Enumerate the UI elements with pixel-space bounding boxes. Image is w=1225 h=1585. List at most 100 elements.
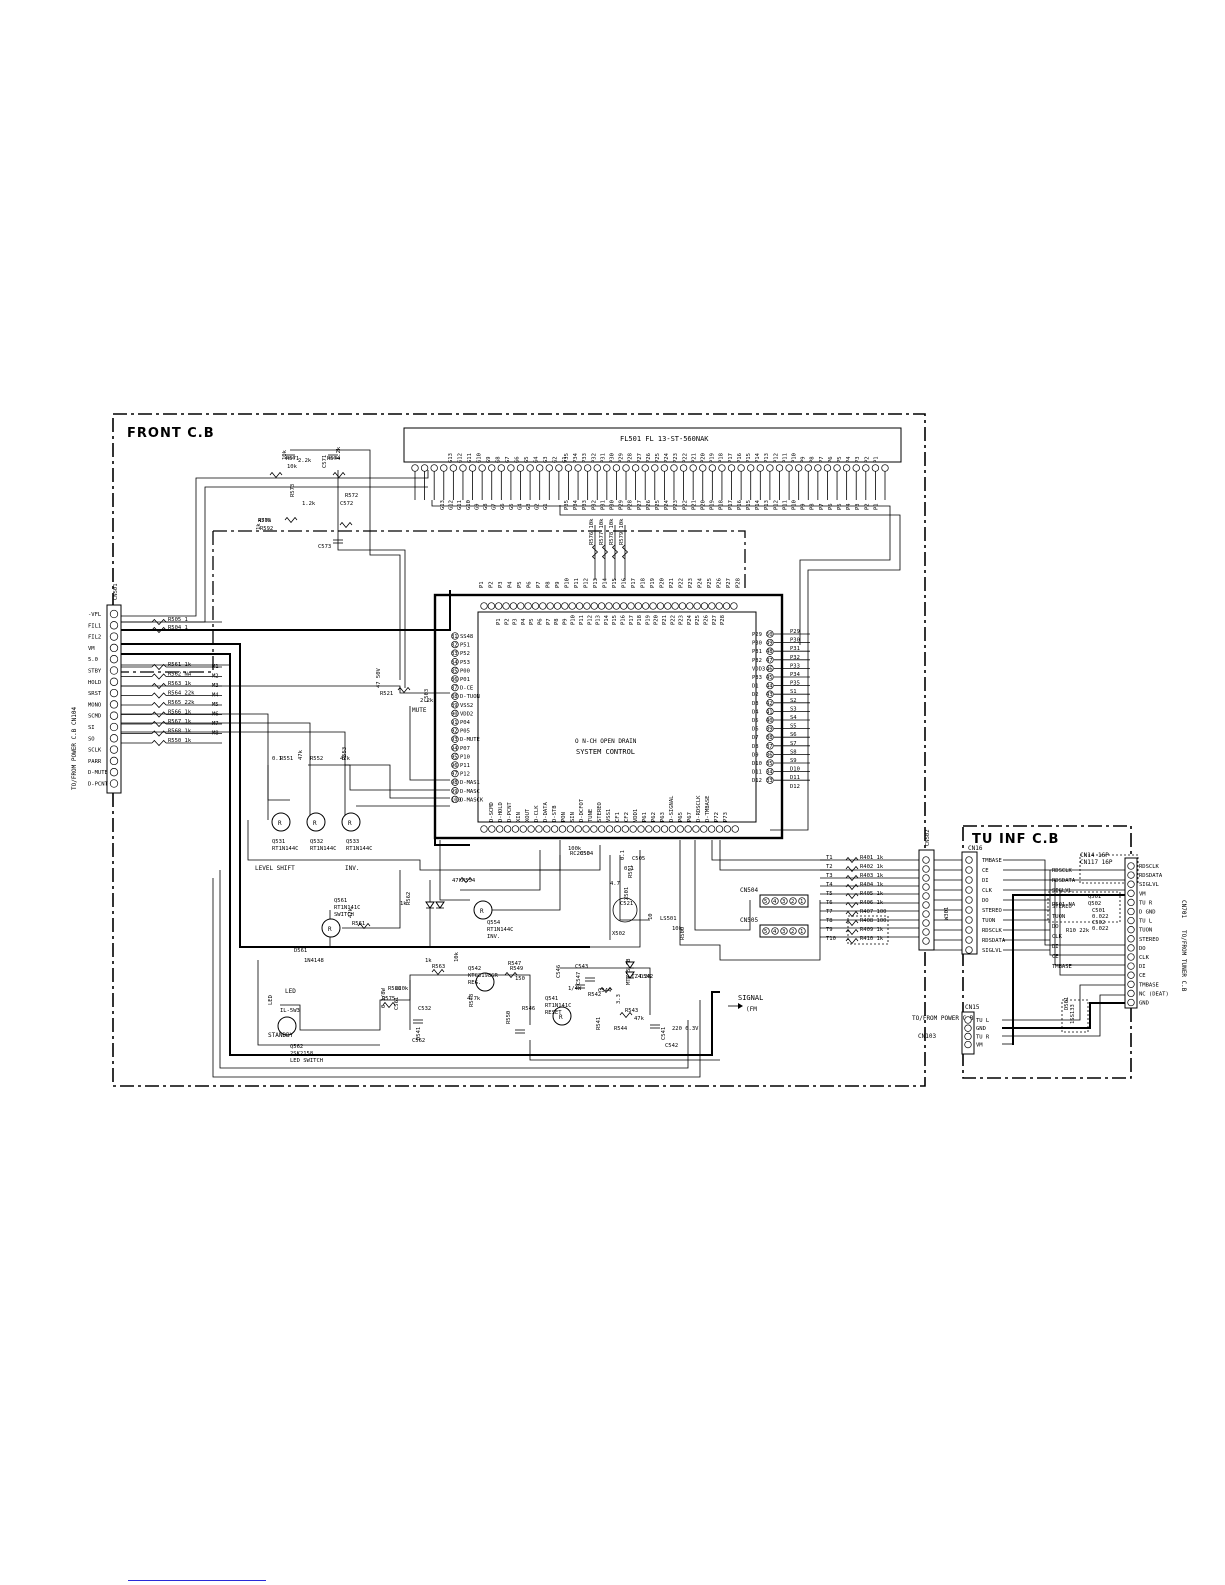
m-signal-label: M6 — [212, 712, 219, 718]
wiring — [121, 449, 1125, 1078]
mcu-right-pin-name: D1 — [752, 684, 759, 690]
t-signal-label: T5 — [826, 891, 833, 897]
mcu-bottom-pin-label: VSS1 — [606, 809, 612, 822]
cn501-pin-label: SCLK — [88, 748, 102, 754]
cn16-pin — [965, 876, 973, 884]
mcu-top-pin — [693, 602, 701, 610]
mcu-top-inner-label: P9 — [562, 618, 568, 625]
mcu-right-pin — [766, 724, 774, 733]
standby-caption: STANDBY — [268, 1032, 294, 1039]
mcu-top-pin-label: P1 — [479, 581, 485, 588]
mcu-bottom-pin — [723, 825, 731, 833]
mcu-top-pin-label: P7 — [536, 581, 542, 588]
mcu-right-pin — [766, 638, 774, 647]
resistor-symbol — [611, 544, 619, 560]
cn16-pins: TMBASECEDICLKDOSTEREOTUONRDSCLKRDSDATASI… — [965, 856, 1006, 954]
mcu-left-pin — [451, 709, 459, 718]
mcu-left-pin-number: 82 — [451, 643, 458, 649]
mcu-top-pin-label: P15 — [612, 578, 618, 588]
fl-pin — [574, 464, 582, 472]
cn501-resistor-label: R565 22k — [168, 700, 195, 706]
part-label: 10 — [648, 913, 654, 920]
mcu-top-inner-label: P24 — [687, 614, 693, 625]
part-label: D561 — [294, 948, 307, 954]
fl-pin — [440, 464, 448, 472]
resistor-symbol — [459, 876, 473, 884]
mcu-left-pin-number: 85 — [451, 668, 458, 674]
cn501-pin-label: FIL1 — [88, 623, 101, 629]
fl-seg-top-label: P17 — [728, 453, 734, 463]
mcu-bottom-pin — [503, 825, 512, 833]
mcu-right-pin — [766, 664, 774, 673]
cn15-pin-label: GND — [976, 1026, 986, 1032]
mcu-left-pin-name: P12 — [460, 772, 470, 778]
mcu-top-pin — [539, 602, 547, 610]
part-label: C561 — [394, 997, 400, 1010]
transistor-ref: Q562 — [290, 1044, 303, 1050]
mcu-left-pin-number: 88 — [451, 694, 458, 700]
cn701-pin — [1127, 926, 1135, 934]
cn501-pin-label: SO — [88, 736, 95, 742]
mcu-right-pin — [766, 776, 774, 784]
cn16-pin — [965, 856, 973, 864]
part-label: D542 — [640, 974, 653, 980]
mcu-bottom-pin-label: XOUT — [525, 808, 531, 822]
mcu-left-pin-number: 95 — [451, 754, 458, 760]
mcu-left-pin — [451, 632, 459, 640]
mcu-right-pin-number: 39 — [766, 727, 773, 733]
mcu-bottom-pin-label: D-DCFOT — [579, 798, 585, 822]
tuner-part-dotbox-2 — [1061, 999, 1089, 1033]
cn16-pin — [965, 916, 973, 924]
mcu-right-pin-name: D10 — [752, 761, 762, 767]
cn701-pin — [1127, 907, 1135, 916]
mcu-top-inner-label: P11 — [579, 615, 585, 625]
resistor-symbol — [601, 544, 609, 560]
part-label: 47k — [634, 1016, 645, 1022]
fl-pin — [871, 464, 880, 472]
part-label: C573 — [318, 544, 331, 550]
cn16-pin — [965, 936, 973, 944]
mcu-left-pin-name: P05 — [460, 729, 470, 735]
cn701-pin-label: DI — [1139, 964, 1146, 970]
mcu-left-pin — [451, 649, 459, 657]
part-label: 4.7k — [467, 996, 481, 1002]
footer-link-underline[interactable] — [128, 1580, 266, 1581]
mcu-left-pin-number: 81 — [451, 634, 458, 640]
part-label: 1k — [256, 523, 262, 530]
mcu-left-pin-name: D-MUTE — [460, 737, 480, 743]
mcu-right-pin-number: 33 — [766, 778, 773, 784]
mcu-right-pin-number: 35 — [766, 761, 773, 767]
mcu-inner — [477, 611, 757, 823]
fl-pin — [555, 464, 563, 472]
transistor-caption: SWITCH — [334, 912, 354, 918]
mcu-right-pin-name: D4 — [752, 709, 759, 715]
mcu-top-pin — [546, 602, 554, 610]
part-label: R561 — [352, 921, 365, 927]
mcu-bottom-pin-label: PON — [561, 812, 567, 822]
mcu-left-pin-name: P00 — [460, 668, 470, 674]
cn501-resistor-label: R563 1k — [168, 681, 192, 687]
svg-text:R: R — [348, 820, 352, 827]
led-caption: LED — [285, 988, 296, 995]
diode-symbol — [625, 971, 635, 979]
cn501-resistor-label: R561 1k — [168, 662, 192, 668]
mcu-left-pin-number: 86 — [451, 677, 458, 683]
cn501-pin — [109, 722, 119, 732]
mcu-left-pin-number: 96 — [451, 763, 458, 769]
mcu-left-pin-number: 92 — [451, 729, 458, 735]
mcu-right-pin-number: 44 — [766, 684, 773, 690]
fl-pin — [584, 464, 592, 472]
mcu-bottom-pin — [715, 825, 724, 833]
fl-grid-pin-label: G10 — [466, 500, 472, 510]
resistor-symbol — [845, 874, 859, 882]
mcu-bottom-pin-label: D-SCMD — [489, 802, 495, 822]
mcu-left-pin-name: D-MASCK — [460, 797, 484, 803]
fl-grid-pin-label: G9 — [474, 503, 480, 510]
mcu-bottom-pin — [488, 825, 496, 833]
mcu-bottom-pin — [527, 825, 535, 833]
level-shift-caption: LEVEL SHIFT — [255, 865, 295, 872]
mcu-right-pin-name: D9 — [752, 752, 759, 758]
mcu-right-pin-name: D3 — [752, 701, 759, 707]
mcu-top-pin-label: P21 — [669, 578, 675, 588]
mcu-bottom-pin-label: P73 — [723, 812, 729, 822]
